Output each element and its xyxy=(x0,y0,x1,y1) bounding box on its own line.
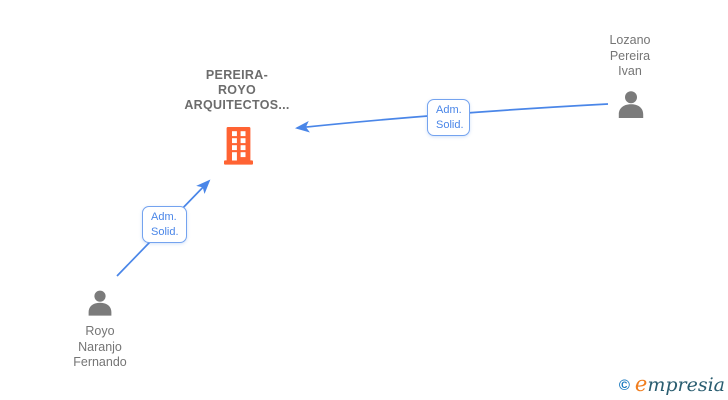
brand-letter-e: e xyxy=(634,372,648,396)
building-icon[interactable] xyxy=(224,127,253,170)
brand-rest: mpresia xyxy=(647,374,725,396)
edge-relation-badge-lozano[interactable]: Adm. Solid. xyxy=(427,99,470,136)
copyright-icon: © xyxy=(618,376,630,394)
brand-wordmark: empresia xyxy=(634,372,725,396)
person-node-label-royo[interactable]: Royo Naranjo Fernando xyxy=(73,324,127,369)
edge-relation-badge-royo[interactable]: Adm. Solid. xyxy=(142,206,187,243)
person-icon[interactable] xyxy=(86,288,114,323)
company-node-label[interactable]: PEREIRA- ROYO ARQUITECTOS... xyxy=(184,68,290,112)
person-node-label-lozano[interactable]: Lozano Pereira Ivan xyxy=(609,33,651,78)
empresia-logo[interactable]: © empresia xyxy=(618,372,725,396)
person-icon[interactable] xyxy=(616,90,646,124)
